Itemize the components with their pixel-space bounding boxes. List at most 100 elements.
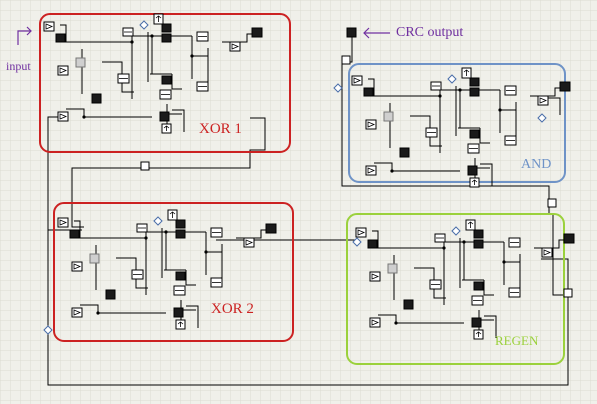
gate-component	[71, 261, 83, 272]
wire	[483, 280, 494, 296]
gate-component	[243, 237, 255, 248]
wire	[368, 78, 440, 97]
dark-component	[173, 307, 184, 318]
input-arrow	[17, 26, 32, 45]
connector-box	[563, 288, 573, 298]
regen-label: REGEN	[495, 333, 539, 348]
grey-component	[89, 253, 100, 264]
dark-component	[469, 77, 480, 87]
xor2-group-box	[53, 202, 294, 342]
xor2-label: XOR 2	[211, 301, 254, 317]
arrow-glyph	[475, 331, 482, 337]
wire	[171, 74, 182, 90]
connector-diamond	[447, 74, 457, 84]
dark-component	[563, 233, 575, 244]
arrow-glyph	[169, 211, 176, 218]
gate-component	[537, 95, 549, 106]
and-group-box	[348, 63, 566, 183]
dark-component	[105, 289, 116, 300]
gate-glyph	[371, 273, 380, 280]
wire	[172, 109, 185, 132]
connector-box	[547, 198, 557, 208]
connector-diamond	[333, 83, 343, 93]
gate-glyph	[367, 121, 376, 128]
dark-component	[161, 23, 172, 33]
gate-glyph	[231, 43, 240, 50]
dark-component	[91, 93, 102, 104]
gate-glyph	[73, 309, 82, 316]
dark-component	[403, 299, 414, 310]
wire	[479, 128, 490, 144]
components-layer	[43, 13, 575, 340]
gate-glyph	[371, 319, 380, 326]
gate-component	[229, 41, 241, 52]
xor1-subcircuit	[43, 13, 263, 134]
dark-component	[469, 87, 480, 97]
arrow-glyph	[467, 221, 474, 228]
dark-component	[363, 87, 374, 97]
dark-component	[367, 239, 378, 249]
input-label: input	[6, 59, 31, 73]
wire	[185, 270, 196, 286]
gate-glyph	[245, 239, 254, 246]
junction-dot	[150, 34, 154, 38]
gate-glyph	[59, 219, 68, 226]
regen-subcircuit	[355, 219, 575, 340]
gate-component	[365, 165, 377, 176]
dark-component	[251, 27, 263, 38]
connector-diamond	[43, 325, 53, 335]
junction-dot	[144, 236, 148, 240]
connector-box	[341, 55, 351, 65]
gate-glyph	[59, 113, 68, 120]
dark-component	[175, 229, 186, 239]
dark-component	[265, 223, 277, 234]
dark-component	[175, 219, 186, 229]
connector-box	[140, 161, 150, 171]
gate-component	[57, 65, 69, 76]
gate-glyph	[353, 77, 362, 84]
wire	[374, 162, 460, 172]
wire	[186, 305, 199, 328]
dark-component	[175, 271, 186, 281]
connector-diamond	[451, 226, 461, 236]
wire	[378, 314, 464, 324]
junction-dot	[390, 169, 394, 173]
junction-dot	[204, 250, 208, 254]
junction-dot	[438, 94, 442, 98]
dark-component	[473, 281, 484, 291]
gate-glyph	[357, 229, 366, 236]
gate-glyph	[543, 249, 552, 256]
gate-glyph	[59, 67, 68, 74]
xor2-subcircuit	[57, 209, 277, 330]
dark-component	[473, 239, 484, 249]
crc-output-arrow	[363, 27, 390, 39]
arrow-glyph	[471, 179, 478, 185]
junction-dot	[502, 260, 506, 264]
gate-component	[365, 119, 377, 130]
gate-glyph	[367, 167, 376, 174]
dark-component	[469, 129, 480, 139]
junction-dot	[442, 246, 446, 250]
wire	[484, 315, 497, 338]
wire	[480, 163, 493, 186]
connector-diamond	[537, 113, 547, 123]
dark-component	[473, 229, 484, 239]
junction-dot	[130, 40, 134, 44]
wire	[60, 24, 132, 43]
dark-component	[471, 317, 482, 328]
xor1-group-box	[39, 13, 291, 153]
dark-component	[159, 111, 170, 122]
wire	[66, 108, 152, 118]
grey-component	[75, 57, 86, 68]
and-subcircuit	[351, 67, 571, 188]
dark-component	[161, 75, 172, 85]
junction-dot	[164, 230, 168, 234]
connector-diamond	[352, 237, 362, 247]
gate-component	[57, 111, 69, 122]
junction-dot	[498, 108, 502, 112]
arrow-glyph	[155, 15, 162, 22]
dark-component	[399, 147, 410, 158]
gate-glyph	[539, 97, 548, 104]
wire	[74, 220, 146, 239]
